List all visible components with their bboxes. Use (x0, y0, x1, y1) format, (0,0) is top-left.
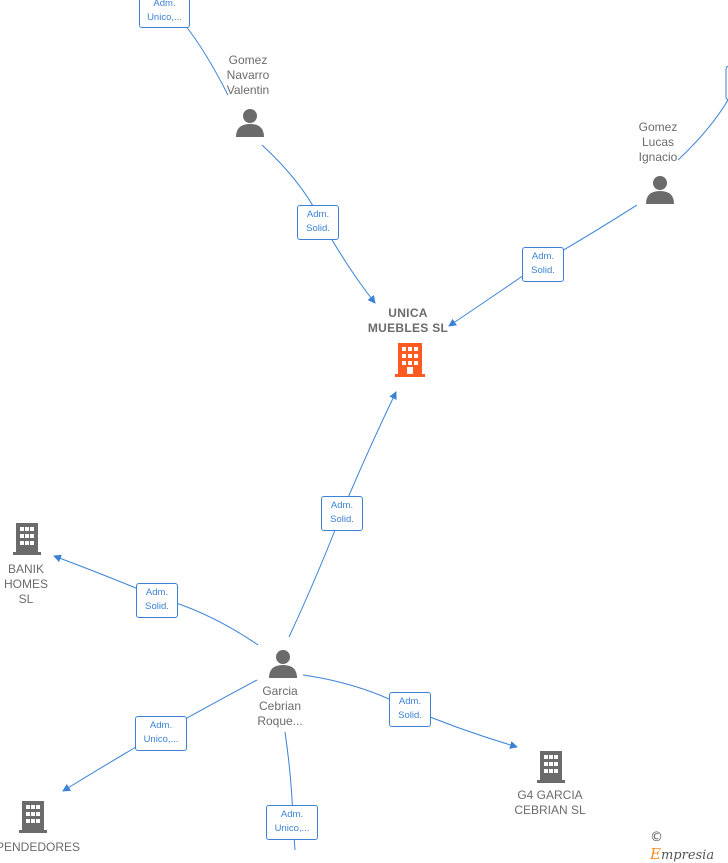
node-label-banik-homes[interactable]: BANIK HOMES SL (3, 562, 48, 606)
empresia-logo: © Empresia (650, 830, 728, 863)
edge-badge-navarro-unica[interactable]: Adm. Solid. (297, 205, 339, 240)
building-icon-unica (395, 343, 425, 377)
edge-badge-garcia-unica[interactable]: Adm. Solid. (321, 496, 363, 531)
brand-initial: E (650, 845, 661, 863)
building-icon-g4 (537, 751, 565, 783)
building-icon-pendedores (19, 801, 47, 833)
building-icon-banik (13, 523, 41, 555)
edge-badge-top[interactable]: Adm. Unico,... (139, 0, 190, 28)
node-label-g4-garcia[interactable]: G4 GARCIA CEBRIAN SL (514, 788, 586, 817)
edge-badge-garcia-g4[interactable]: Adm. Solid. (389, 692, 431, 727)
copyright-symbol: © (650, 830, 663, 845)
person-icon-gomez-navarro (236, 109, 264, 137)
edge-badge-garcia-banik[interactable]: Adm. Solid. (136, 583, 178, 618)
brand-name: mpresia (660, 848, 715, 863)
person-icon-gomez-lucas (646, 176, 674, 204)
node-label-gomez-lucas[interactable]: Gomez Lucas Ignacio (638, 120, 678, 164)
node-label-pendedores[interactable]: PENDEDORES (0, 840, 81, 854)
edge-lucas-to-top-right (677, 99, 728, 161)
edge-badge-garcia-bottom[interactable]: Adm. Unico,... (266, 805, 318, 840)
node-label-gomez-navarro[interactable]: Gomez Navarro Valentin (226, 53, 270, 97)
edge-top-to-gomez-navarro (184, 24, 229, 96)
node-label-unica-muebles[interactable]: UNICA MUEBLES SL (367, 306, 449, 335)
person-icon-garcia-cebrian (269, 650, 297, 678)
node-label-garcia-cebrian[interactable]: Garcia Cebrian Roque... (257, 684, 303, 728)
edge-badge-garcia-pendedores[interactable]: Adm. Unico,... (135, 716, 187, 751)
edge-badge-lucas-unica[interactable]: Adm. Solid. (522, 247, 564, 282)
